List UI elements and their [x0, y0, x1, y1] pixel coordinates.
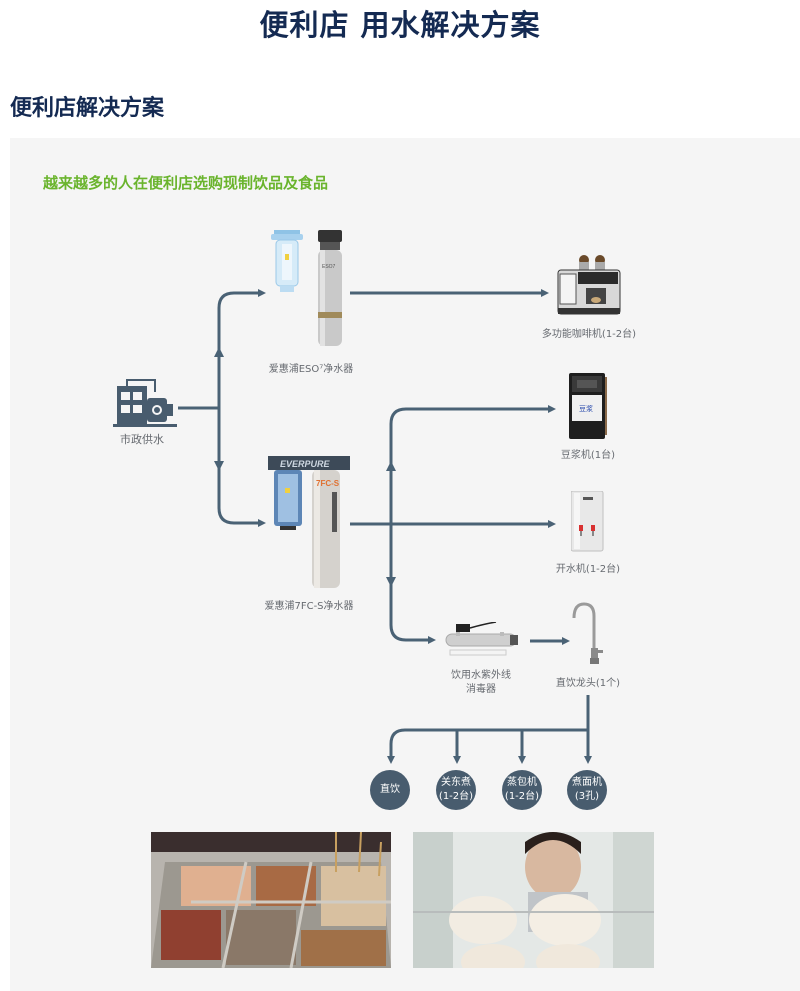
device-soymilk-label: 豆浆机(1台)	[560, 450, 616, 461]
filter-7fcs-icon: EVERPURE 7FC-S	[268, 456, 350, 588]
faucet	[570, 602, 606, 668]
device-boiler-label: 开水机(1-2台)	[555, 564, 621, 575]
endpoint-label: 蒸包机	[507, 777, 537, 788]
endpoint-noodle-cooker: 煮面机 (3孔)	[567, 770, 607, 810]
purifier-eso7: ESO7	[270, 228, 350, 353]
oden-photo	[151, 832, 391, 968]
purifier-7fcs: EVERPURE 7FC-S	[268, 452, 352, 592]
steamed-buns-photo	[413, 832, 654, 968]
svg-text:豆浆: 豆浆	[579, 404, 593, 413]
coffee-machine-icon	[557, 255, 621, 315]
flow-line-uv	[389, 524, 436, 644]
oden-image	[151, 832, 391, 968]
endpoint-label: 直饮	[380, 784, 400, 795]
endpoint-bun-steamer: 蒸包机 (1-2台)	[502, 770, 542, 810]
water-source-label: 市政供水	[120, 433, 164, 446]
page-title: 便利店 用水解决方案	[259, 8, 541, 42]
soymilk-machine-icon: 豆浆	[569, 373, 607, 439]
purifier-7fcs-label: 爱惠浦7FC-S净水器	[264, 601, 354, 612]
section-title: 便利店解决方案	[10, 96, 165, 121]
purifier-eso7-label: 爱惠浦ESO⁷净水器	[268, 364, 354, 375]
flow-line-trunk-down	[217, 408, 266, 527]
endpoint-oden: 关东煮 (1-2台)	[436, 770, 476, 810]
endpoint-label: 关东煮	[441, 777, 471, 788]
endpoint-sublabel: (3孔)	[574, 791, 600, 802]
water-boiler-icon	[570, 490, 604, 552]
endpoint-sublabel: (1-2台)	[504, 791, 540, 802]
flow-line-soymilk	[389, 405, 556, 524]
device-boiler	[570, 490, 605, 553]
flow-line-trunk-up	[217, 289, 266, 408]
device-coffee	[556, 254, 622, 316]
endpoint-sublabel: (1-2台)	[438, 791, 474, 802]
water-source	[113, 378, 185, 428]
solution-panel	[10, 138, 800, 991]
steamed-buns-image	[413, 832, 654, 968]
endpoint-label: 煮面机	[572, 777, 602, 788]
filter-eso7-icon: ESO7	[271, 230, 342, 346]
device-coffee-label: 多功能咖啡机(1-2台)	[541, 329, 637, 340]
svg-text:ESO7: ESO7	[322, 264, 336, 270]
svg-text:EVERPURE: EVERPURE	[280, 459, 331, 469]
uv-label-line2: 消毒器	[466, 684, 496, 695]
panel-subtitle: 越来越多的人在便利店选购现制饮品及食品	[43, 174, 329, 192]
svg-text:7FC-S: 7FC-S	[316, 479, 340, 488]
water-plant-icon	[113, 379, 177, 427]
flow-line-horizontal	[387, 728, 588, 764]
uv-label-line1: 饮用水紫外线	[451, 670, 511, 681]
endpoint-direct-drink: 直饮	[370, 770, 410, 810]
uv-sterilizer	[440, 621, 522, 662]
uv-sterilizer-icon	[445, 621, 518, 656]
uv-sterilizer-label: 饮用水紫外线 消毒器	[440, 669, 522, 697]
faucet-label: 直饮龙头(1个)	[555, 678, 621, 689]
faucet-icon	[572, 602, 603, 664]
device-soymilk: 豆浆	[569, 373, 607, 439]
